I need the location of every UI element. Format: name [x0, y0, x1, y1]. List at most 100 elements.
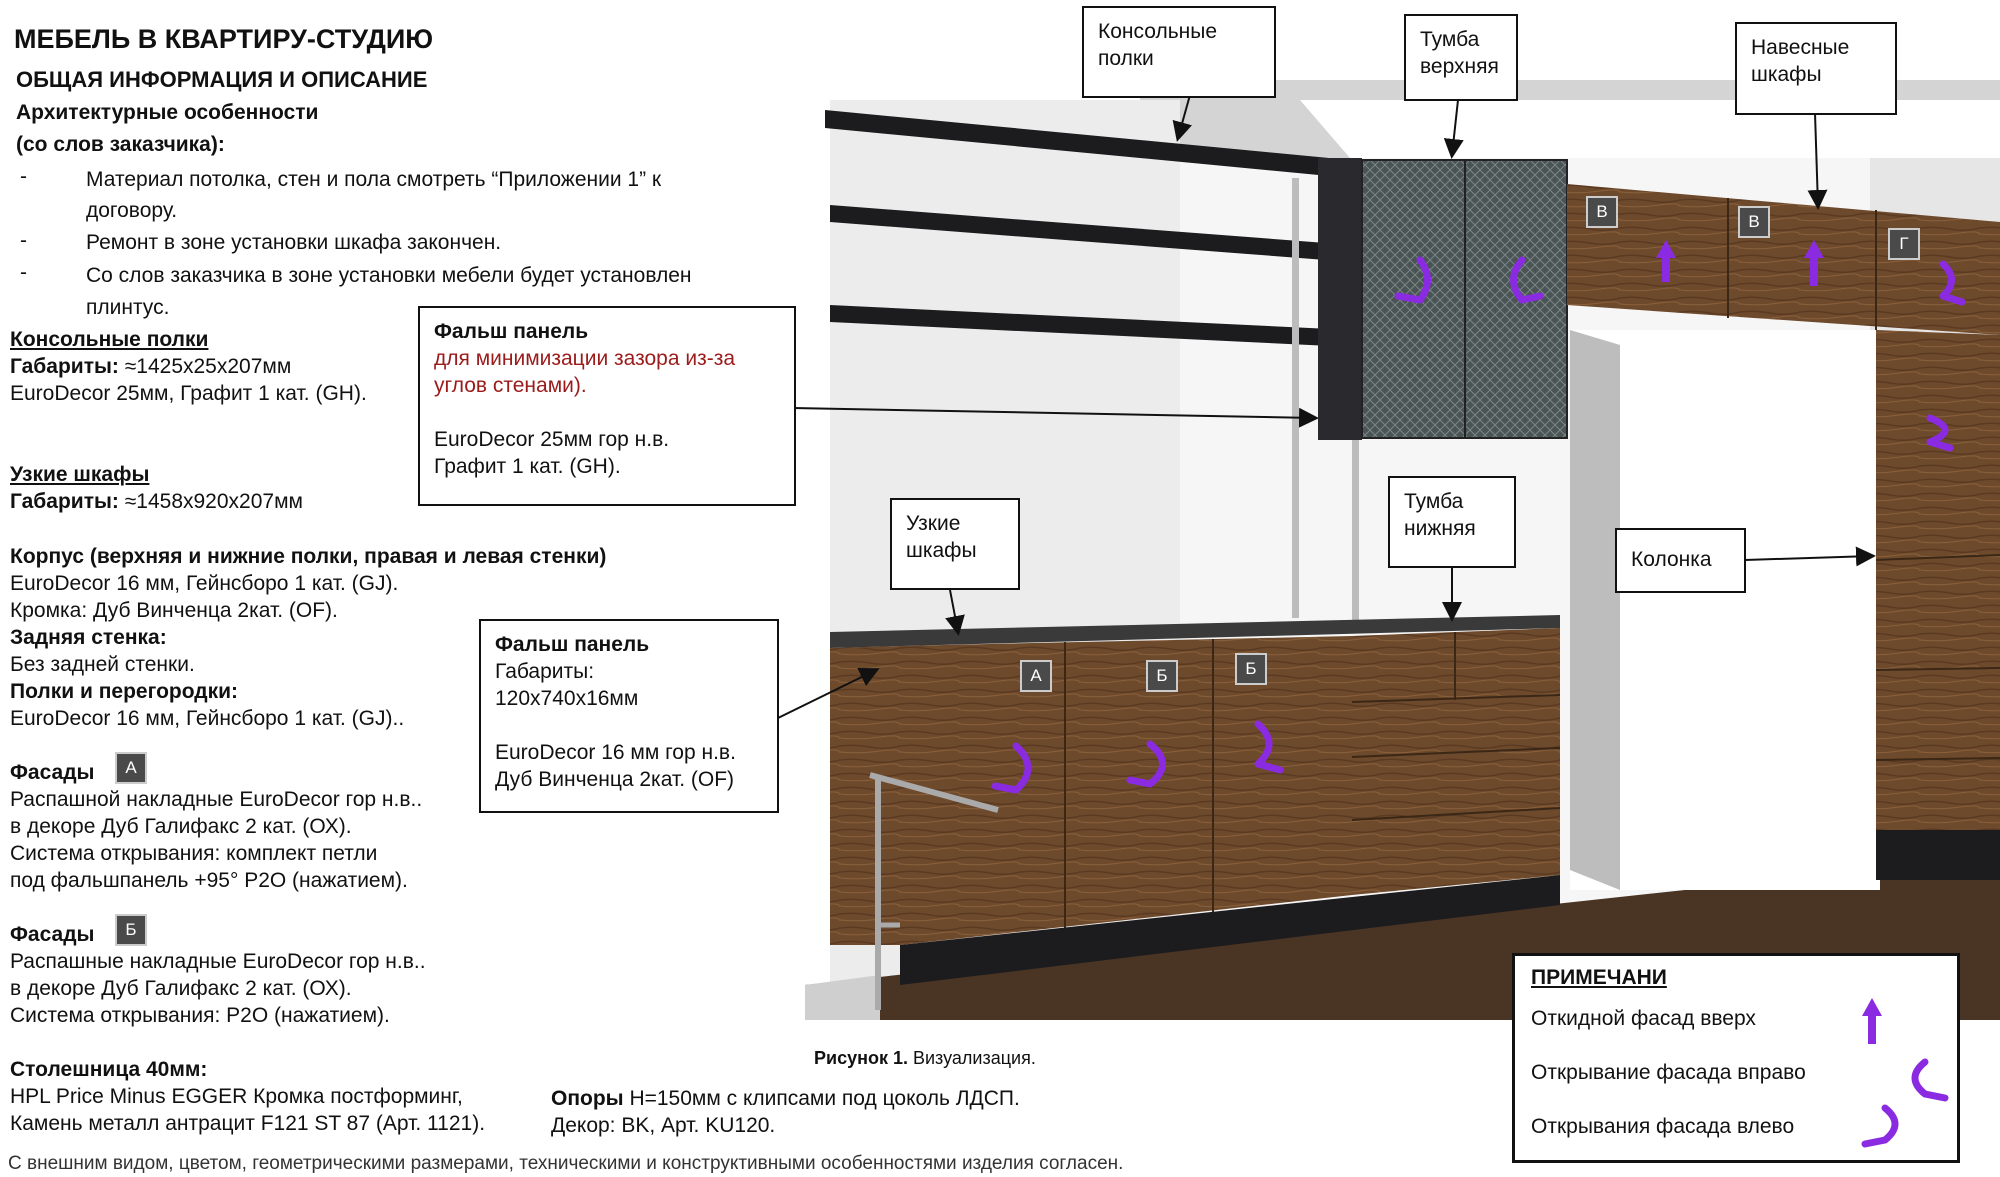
door-badge: Г: [1888, 228, 1920, 260]
callout-lower-unit: Тумба нижняя: [1388, 476, 1516, 568]
plinth: [900, 875, 1560, 985]
callout-false-panel-top: Фальш панель для минимизации зазора из-з…: [418, 306, 796, 506]
section-title: ОБЩАЯ ИНФОРМАЦИЯ И ОПИСАНИЕ: [16, 67, 428, 92]
narrow-back-title: Задняя стенка:: [10, 626, 167, 649]
arch-item-3-line2: плинтус.: [86, 296, 170, 319]
swing-right-arrow: [1926, 414, 1954, 452]
arch-title: Архитектурные особенности: [16, 101, 319, 124]
callout-line: шкафы: [906, 539, 977, 562]
false-panel-graphite: [1318, 158, 1362, 440]
facade-a-l4: под фальшпанель +95° Р2О (нажатием).: [10, 869, 408, 892]
console-shelf-2: [830, 205, 1352, 262]
facade-b-badge: Б: [115, 914, 147, 946]
figure-caption-text: Визуализация.: [907, 1048, 1036, 1068]
supports-l1: Опоры Н=150мм с клипсами под цоколь ЛДСП…: [551, 1085, 1020, 1112]
shelves-title: Консольные полки: [10, 328, 209, 351]
callout-line: Дуб Винченца 2кат. (OF): [495, 768, 735, 791]
lift-up-arrow: [1804, 240, 1824, 286]
note-item: Открывания фасада влево: [1531, 1115, 1795, 1138]
door-badge: В: [1586, 196, 1618, 228]
footer-agreement: С внешним видом, цветом, геометрическими…: [8, 1153, 1124, 1174]
callout-line: Тумба: [1404, 490, 1464, 513]
door-badge: Б: [1146, 660, 1178, 692]
leader-line: [1744, 546, 1876, 567]
callout-note: для минимизации зазора из-за: [434, 347, 736, 370]
arch-subtitle: (со слов заказчика):: [16, 133, 225, 156]
arch-item-1-line1: Материал потолка, стен и пола смотреть “…: [86, 168, 662, 191]
supports-l2: Декор: BK, Арт. KU120.: [551, 1114, 776, 1137]
wall-cabinet: [1567, 184, 2000, 335]
callout-false-panel-bottom: Фальш панель Габариты: 120x740x16мм Euro…: [479, 619, 779, 813]
callout-console-shelves: Консольные полки: [1082, 6, 1276, 98]
arch-item-3-line1: Со слов заказчика в зоне установки мебел…: [86, 264, 692, 287]
notes-legend: ПРИМЕЧАНИ Откидной фасад вверх Открывани…: [1512, 953, 1960, 1163]
door-badge: В: [1738, 206, 1770, 238]
leader-line: [1443, 99, 1464, 159]
door-badge: А: [1020, 660, 1052, 692]
narrow-body-title: Корпус (верхняя и нижние полки, правая и…: [10, 545, 607, 568]
facade-b-title: Фасады: [10, 923, 95, 946]
support-rod: [1352, 440, 1359, 630]
door-badge: Б: [1235, 653, 1267, 685]
facade-a-title: Фасады: [10, 761, 95, 784]
callout-line: Консольные: [1098, 20, 1218, 43]
figure-caption: Рисунок 1. Визуализация.: [814, 1048, 1036, 1069]
supports-text: Н=150мм с клипсами под цоколь ЛДСП.: [629, 1087, 1020, 1110]
shelves-dims-label: Габариты:: [10, 355, 119, 378]
narrow-title: Узкие шкафы: [10, 463, 150, 486]
countertop-l1: HPL Price Minus EGGER Кромка постформинг…: [10, 1085, 463, 1108]
swing-right-arrow: [1510, 256, 1544, 304]
facade-a-l1: Распашной накладные EuroDecor гор н.в..: [10, 788, 423, 811]
narrow-dims-value: ≈1458x920x207мм: [124, 490, 303, 513]
note-item: Открывание фасада вправо: [1531, 1061, 1806, 1084]
support-rod: [1292, 178, 1299, 618]
callout-line: 120x740x16мм: [495, 687, 639, 710]
swing-right-arrow: [1254, 720, 1284, 774]
narrow-dims: Габариты: ≈1458x920x207мм: [10, 488, 303, 515]
countertop-title: Столешница 40мм:: [10, 1058, 208, 1081]
leader-line: [777, 668, 880, 719]
callout-title: Фальш панель: [434, 320, 589, 343]
callout-line: Навесные: [1751, 36, 1850, 59]
narrow-body-l2: Кромка: Дуб Винченца 2кат. (OF).: [10, 599, 338, 622]
facade-a-l2: в декоре Дуб Галифакс 2 кат. (ОХ).: [10, 815, 352, 838]
notes-title: ПРИМЕЧАНИ: [1531, 966, 1667, 989]
lower-unit: [1352, 628, 1560, 895]
console-shelf-3: [830, 305, 1352, 347]
shelves-dims: Габариты: ≈1425x25x207мм: [10, 353, 291, 380]
page-title: МЕБЕЛЬ В КВАРТИРУ-СТУДИЮ: [14, 24, 434, 54]
shelves-dims-value: ≈1425x25x207мм: [124, 355, 292, 378]
callout-upper-unit: Тумба верхняя: [1404, 14, 1518, 101]
narrow-body-l1: EuroDecor 16 мм, Гейнсборо 1 кат. (GJ).: [10, 572, 399, 595]
callout-spacer: [495, 712, 763, 739]
swing-left-arrow: [991, 742, 1032, 794]
arch-item-2-line1: Ремонт в зоне установки шкафа закончен.: [86, 231, 502, 254]
facade-a-l3: Система открывания: комплект петли: [10, 842, 378, 865]
callout-line: нижняя: [1404, 517, 1476, 540]
facade-b-l2: в декоре Дуб Галифакс 2 кат. (ОХ).: [10, 977, 352, 1000]
callout-title: Фальш панель: [495, 633, 650, 656]
narrow-part-value: EuroDecor 16 мм, Гейнсборо 1 кат. (GJ)..: [10, 707, 405, 730]
leader-line: [792, 407, 1319, 428]
countertop: [830, 615, 1560, 648]
note-item: Откидной фасад вверх: [1531, 1007, 1756, 1030]
shelves-material: EuroDecor 25мм, Графит 1 кат. (GH).: [10, 382, 367, 405]
callout-line: Колонка: [1631, 548, 1712, 571]
floor-light: [805, 975, 880, 1020]
doorway: [1570, 330, 1880, 890]
callout-spacer: [434, 399, 780, 426]
swing-left-arrow: [1394, 256, 1431, 304]
swing-left-arrow: [1126, 740, 1166, 788]
narrow-cabinets: [900, 636, 1352, 945]
handrail: [869, 772, 999, 813]
list-dash: -: [20, 261, 27, 284]
callout-line: Узкие: [906, 512, 961, 535]
column-plinth: [1876, 830, 2000, 880]
arch-item-1-line2: договору.: [86, 199, 178, 222]
doorway-jamb: [1570, 330, 1620, 890]
list-dash: -: [20, 229, 27, 252]
narrow-back-value: Без задней стенки.: [10, 653, 195, 676]
countertop-l2: Камень металл антрацит F121 ST 87 (Арт. …: [10, 1112, 486, 1135]
callout-line: полки: [1098, 47, 1154, 70]
facade-b-l3: Система открывания: Р2О (нажатием).: [10, 1004, 390, 1027]
